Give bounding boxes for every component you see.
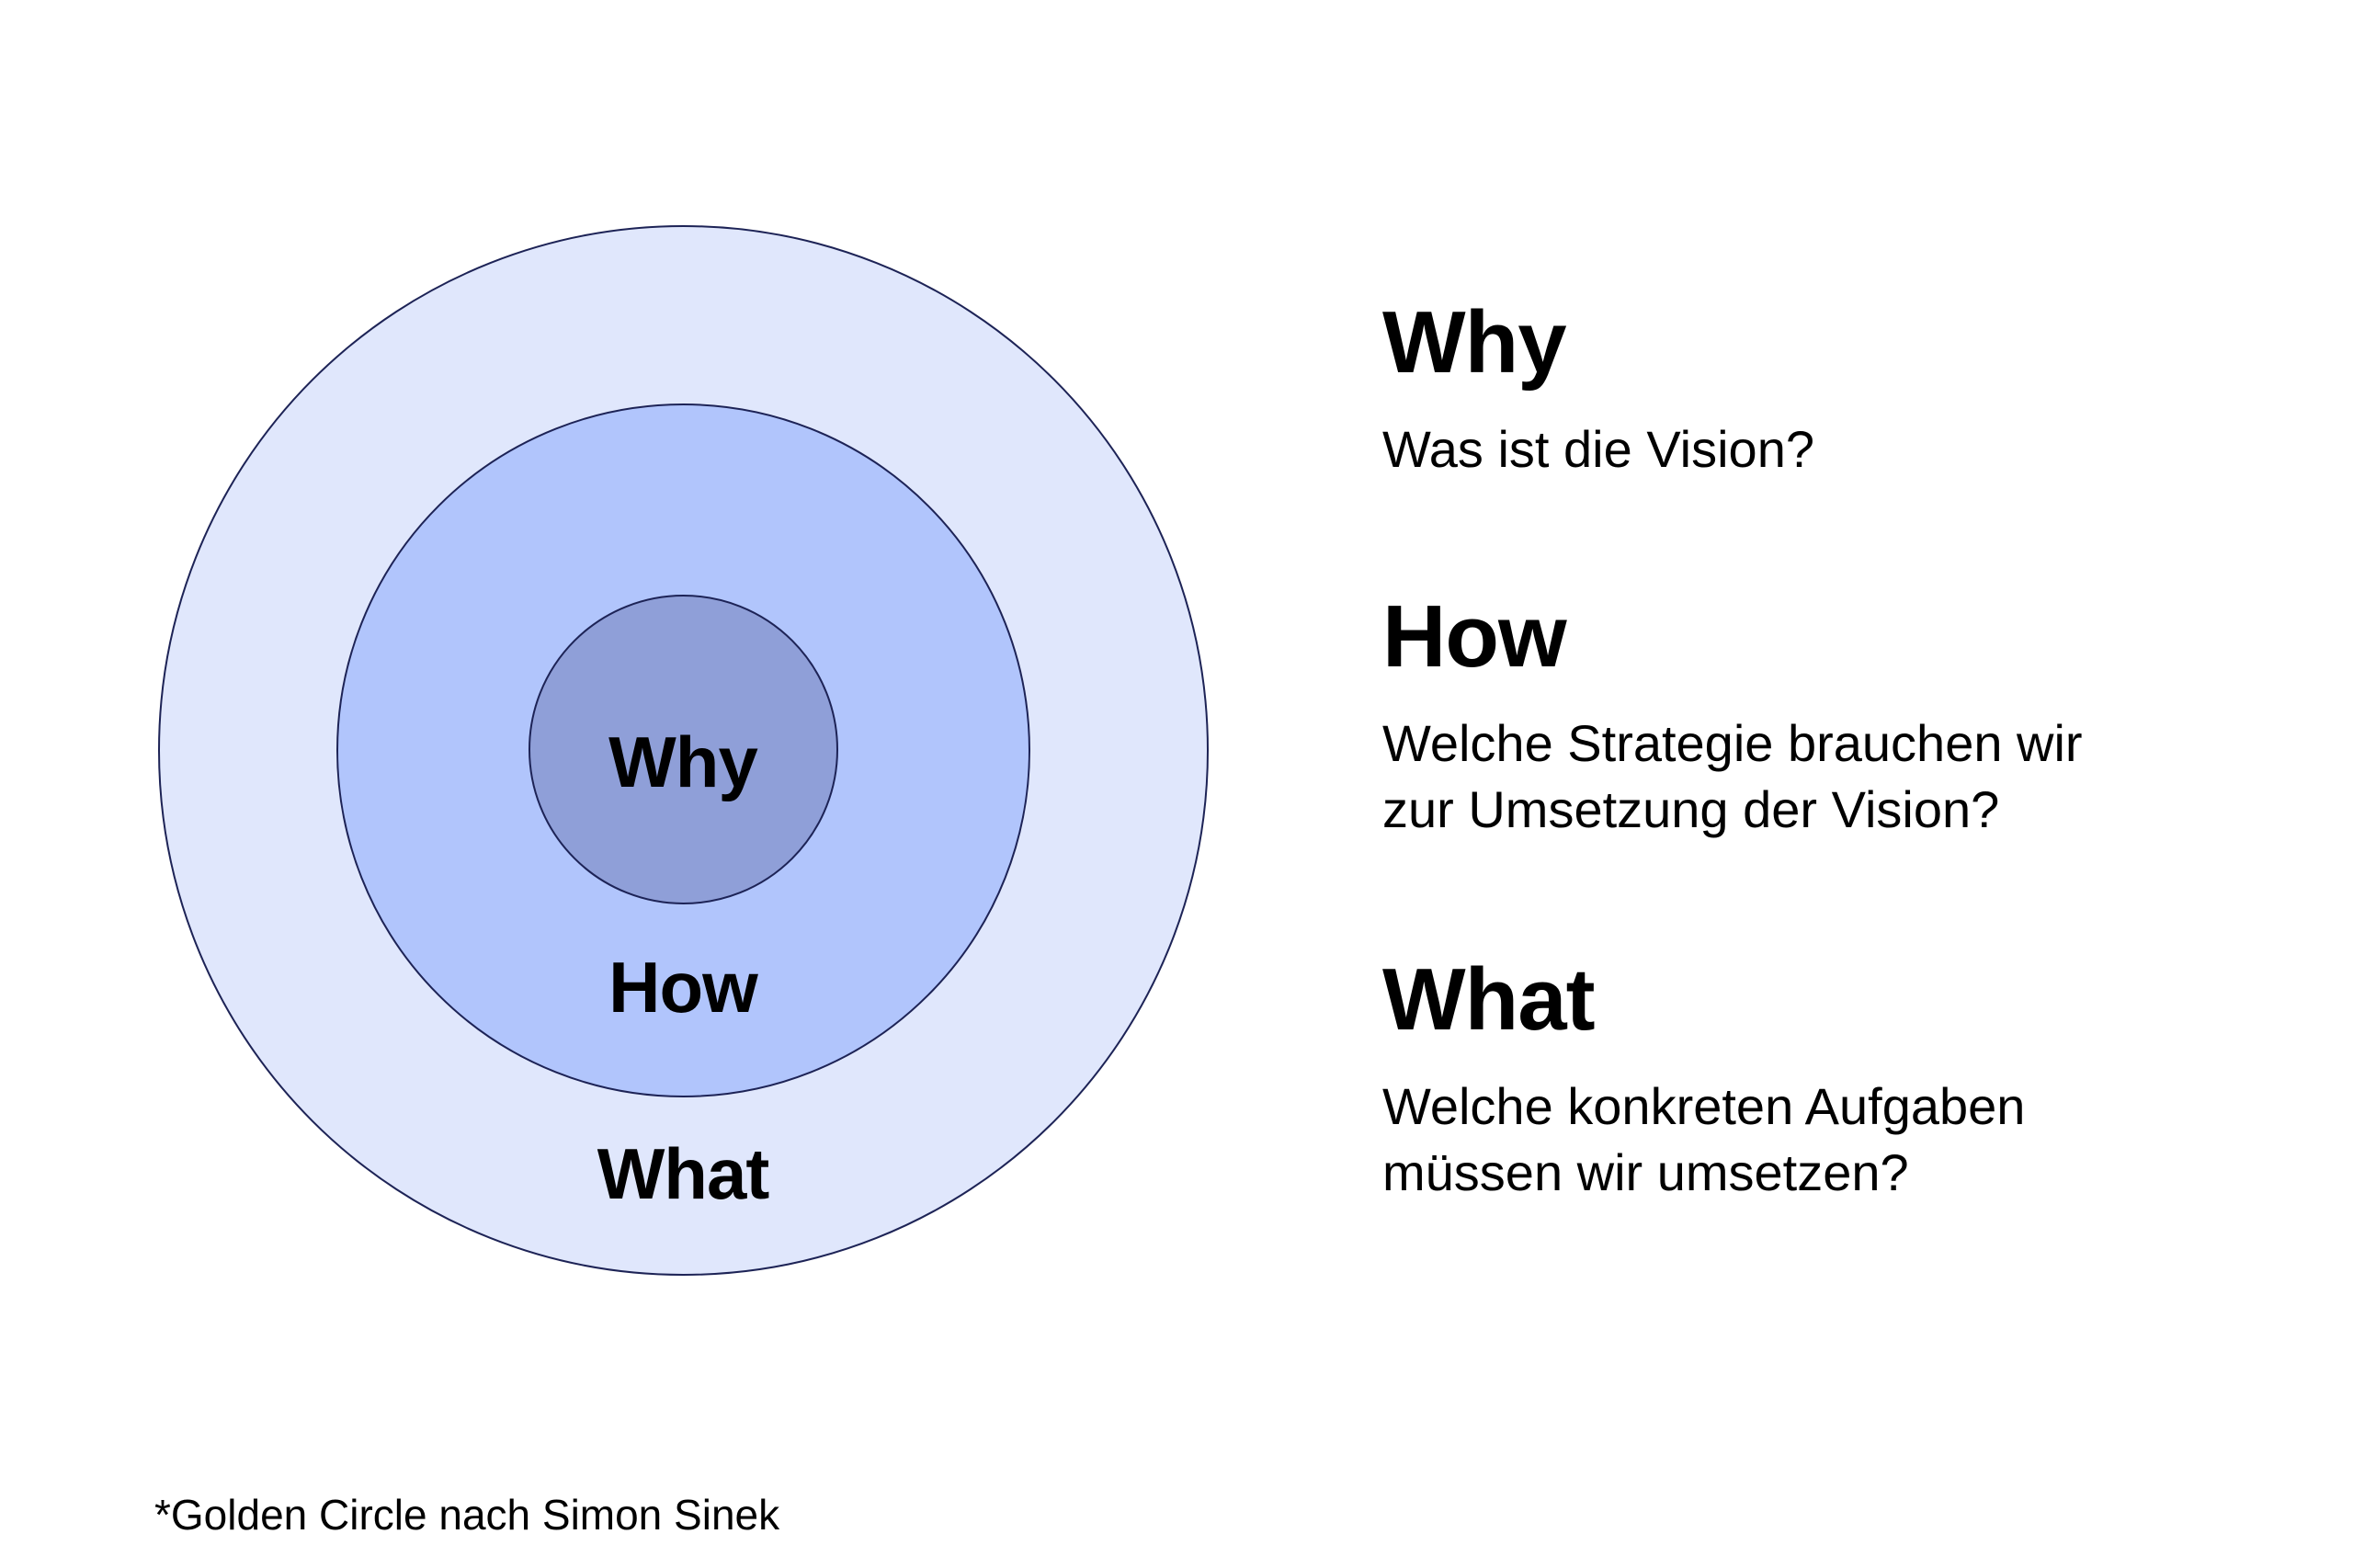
legend-item-why: Why Was ist die Vision? — [1382, 299, 2302, 483]
legend-question-line: Welche konkreten Aufgaben — [1382, 1077, 2026, 1135]
middle-ring-label: How — [608, 947, 758, 1028]
legend-question-line: zur Umsetzung der Vision? — [1382, 780, 2000, 838]
legend-question: Was ist die Vision? — [1382, 416, 2302, 483]
legend-heading: What — [1382, 950, 1596, 1049]
outer-ring-label: What — [597, 1133, 770, 1214]
legend-heading: How — [1382, 587, 1567, 686]
inner-circle-why — [529, 595, 838, 904]
legend-item-how: How Welche Strategie brauchen wir zur Um… — [1382, 593, 2302, 843]
legend-heading: Why — [1382, 293, 1567, 392]
legend-question-line: Welche Strategie brauchen wir — [1382, 714, 2083, 772]
legend-question-line: Was ist die Vision? — [1382, 420, 1814, 478]
legend-question: Welche konkreten Aufgaben müssen wir ums… — [1382, 1074, 2302, 1206]
legend-question-line: müssen wir umsetzen? — [1382, 1143, 1909, 1201]
footnote-source: *Golden Circle nach Simon Sinek — [154, 1491, 780, 1539]
legend-question: Welche Strategie brauchen wir zur Umsetz… — [1382, 710, 2302, 843]
inner-circle-label: Why — [608, 722, 758, 802]
legend-item-what: What Welche konkreten Aufgaben müssen wi… — [1382, 956, 2302, 1206]
